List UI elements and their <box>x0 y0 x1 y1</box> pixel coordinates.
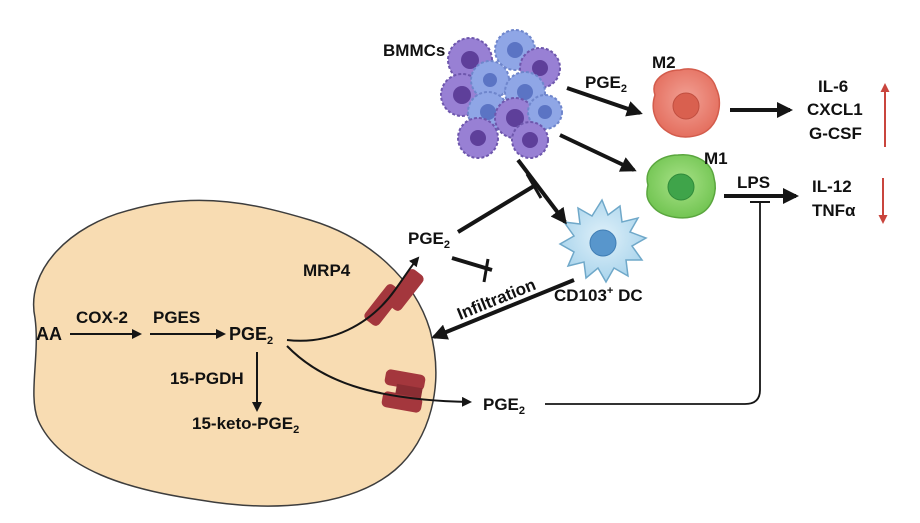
host-cell-body <box>32 199 437 507</box>
arrows <box>70 83 890 412</box>
prostaglandin-transporter <box>381 369 426 413</box>
tnfa-label: TNFα <box>812 201 856 220</box>
pgdh-label: 15-PGDH <box>170 369 244 388</box>
arrow-pge2-to-mrp4 <box>286 256 420 342</box>
pge2-m2-label: PGE2 <box>585 73 627 95</box>
pge2-mid-label: PGE2 <box>408 229 450 251</box>
mrp4-label: MRP4 <box>303 261 351 280</box>
pges-label: PGES <box>153 308 200 327</box>
arrow-bmmc-to-dc <box>516 158 567 225</box>
cd103-label: CD103+ DC <box>554 285 643 305</box>
il12-label: IL-12 <box>812 177 852 196</box>
inhibit-pge2-to-infiltration-bar <box>482 258 490 283</box>
inhibit-pge2-to-bmmc-bar <box>525 173 543 199</box>
mast-cell <box>457 117 499 159</box>
cd103-dendritic-cell <box>558 198 648 284</box>
arrow-bmmc-to-m1 <box>559 133 637 172</box>
arrow-infiltration <box>431 278 575 340</box>
inhibition-line-pge2-to-m1 <box>545 202 761 405</box>
pge2-out-label: PGE2 <box>483 395 525 417</box>
m1-label: M1 <box>704 149 728 168</box>
m2-macrophage <box>652 68 721 138</box>
m2-label: M2 <box>652 53 676 72</box>
arrow-pge2-to-extracellular <box>286 345 472 407</box>
keto-pge2-label: 15-keto-PGE2 <box>192 414 299 436</box>
il6-label: IL-6 <box>818 77 848 96</box>
arrow-bmmc-to-m2 <box>566 86 643 117</box>
bmmc-cluster <box>440 29 563 159</box>
cox2-label: COX-2 <box>76 308 128 327</box>
aa-label: AA <box>36 324 62 344</box>
bmmcs-label: BMMCs <box>383 41 445 60</box>
cxcl1-label: CXCL1 <box>807 100 863 119</box>
inhibit-pge2-to-bmmc <box>456 184 536 234</box>
pge2-cell-label: PGE2 <box>229 324 273 347</box>
gcsf-label: G-CSF <box>809 124 862 143</box>
m1-macrophage <box>646 154 716 219</box>
lps-label: LPS <box>737 173 770 192</box>
mast-cell <box>511 121 549 159</box>
